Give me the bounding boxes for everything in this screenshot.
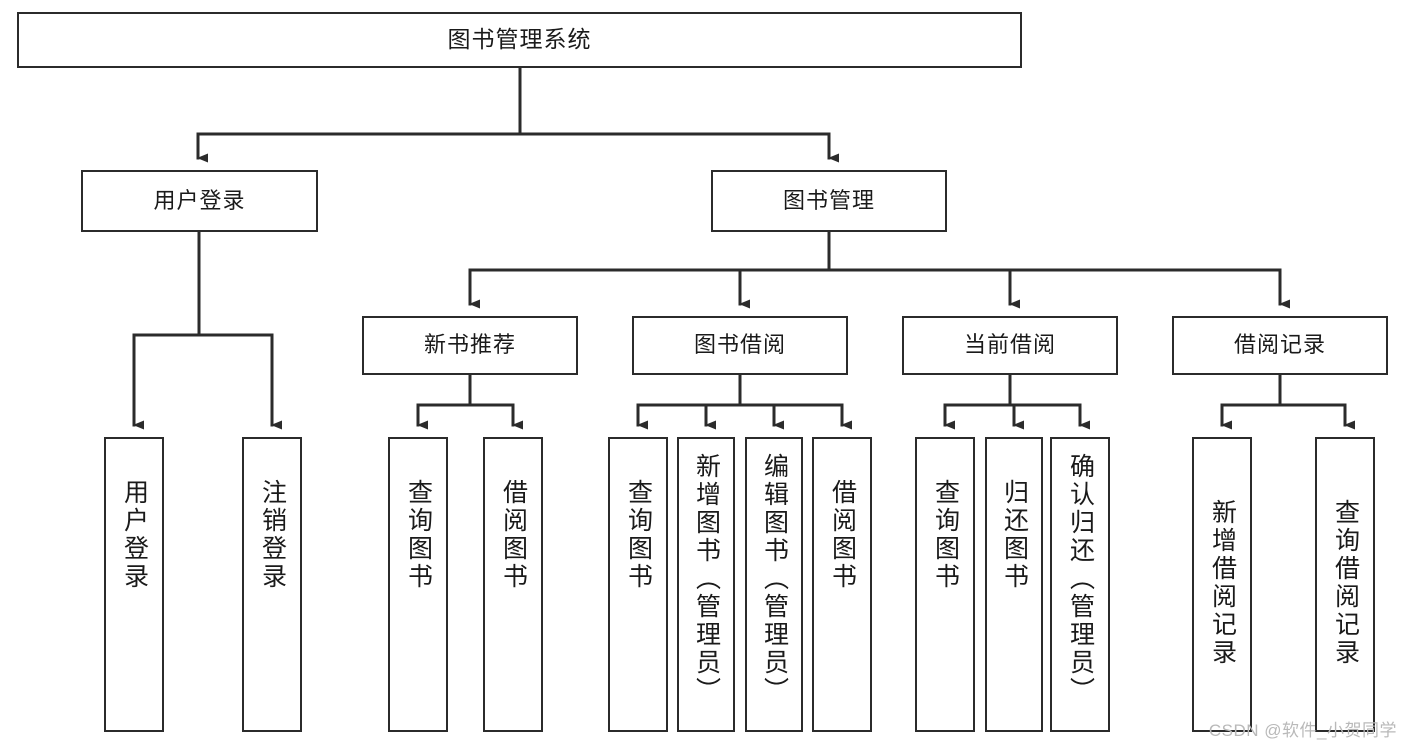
node-leaf-user-login[interactable]: 用户登录 bbox=[104, 437, 164, 732]
node-label: 查询图书 bbox=[931, 479, 960, 591]
node-label: 用户登录 bbox=[153, 187, 246, 213]
node-leaf-edit-book[interactable]: 编辑图书（管理员） bbox=[745, 437, 803, 732]
node-label: 图书借阅 bbox=[693, 332, 786, 358]
node-label: 借阅图书 bbox=[828, 479, 857, 591]
node-leaf-add-book[interactable]: 新增图书（管理员） bbox=[677, 437, 735, 732]
node-label: 查询图书 bbox=[404, 479, 433, 591]
node-label: 图书管理 bbox=[782, 187, 875, 213]
node-book-manage[interactable]: 图书管理 bbox=[711, 170, 947, 232]
node-leaf-borrow-book-b[interactable]: 借阅图书 bbox=[812, 437, 872, 732]
node-leaf-return-book[interactable]: 归还图书 bbox=[985, 437, 1043, 732]
node-current-borrow[interactable]: 当前借阅 bbox=[902, 316, 1118, 375]
node-label: 归还图书 bbox=[1000, 479, 1029, 591]
node-book-borrow[interactable]: 图书借阅 bbox=[632, 316, 848, 375]
node-label: 新增图书（管理员） bbox=[692, 453, 721, 705]
node-leaf-add-record[interactable]: 新增借阅记录 bbox=[1192, 437, 1252, 732]
node-label: 查询借阅记录 bbox=[1331, 499, 1360, 667]
node-label: 新增借阅记录 bbox=[1208, 499, 1237, 667]
node-leaf-query-record[interactable]: 查询借阅记录 bbox=[1315, 437, 1375, 732]
node-leaf-query-book-b[interactable]: 查询图书 bbox=[608, 437, 668, 732]
node-label: 借阅记录 bbox=[1233, 332, 1326, 358]
node-leaf-query-book-c[interactable]: 查询图书 bbox=[915, 437, 975, 732]
node-label: 确认归还（管理员） bbox=[1066, 453, 1095, 705]
node-label: 查询图书 bbox=[624, 479, 653, 591]
node-label: 新书推荐 bbox=[423, 332, 516, 358]
node-label: 借阅图书 bbox=[499, 479, 528, 591]
node-user-login[interactable]: 用户登录 bbox=[81, 170, 318, 232]
node-label: 用户登录 bbox=[120, 479, 149, 591]
node-label: 当前借阅 bbox=[963, 332, 1056, 358]
node-label: 图书管理系统 bbox=[447, 26, 592, 53]
node-leaf-logout[interactable]: 注销登录 bbox=[242, 437, 302, 732]
node-label: 编辑图书（管理员） bbox=[760, 453, 789, 705]
node-leaf-query-book-rec[interactable]: 查询图书 bbox=[388, 437, 448, 732]
node-new-book-rec[interactable]: 新书推荐 bbox=[362, 316, 578, 375]
node-leaf-borrow-book-rec[interactable]: 借阅图书 bbox=[483, 437, 543, 732]
watermark-text: CSDN @软件_小贺同学 bbox=[1208, 721, 1397, 740]
node-leaf-confirm-return[interactable]: 确认归还（管理员） bbox=[1050, 437, 1110, 732]
node-borrow-record[interactable]: 借阅记录 bbox=[1172, 316, 1388, 375]
node-root[interactable]: 图书管理系统 bbox=[17, 12, 1022, 68]
node-label: 注销登录 bbox=[258, 479, 287, 591]
